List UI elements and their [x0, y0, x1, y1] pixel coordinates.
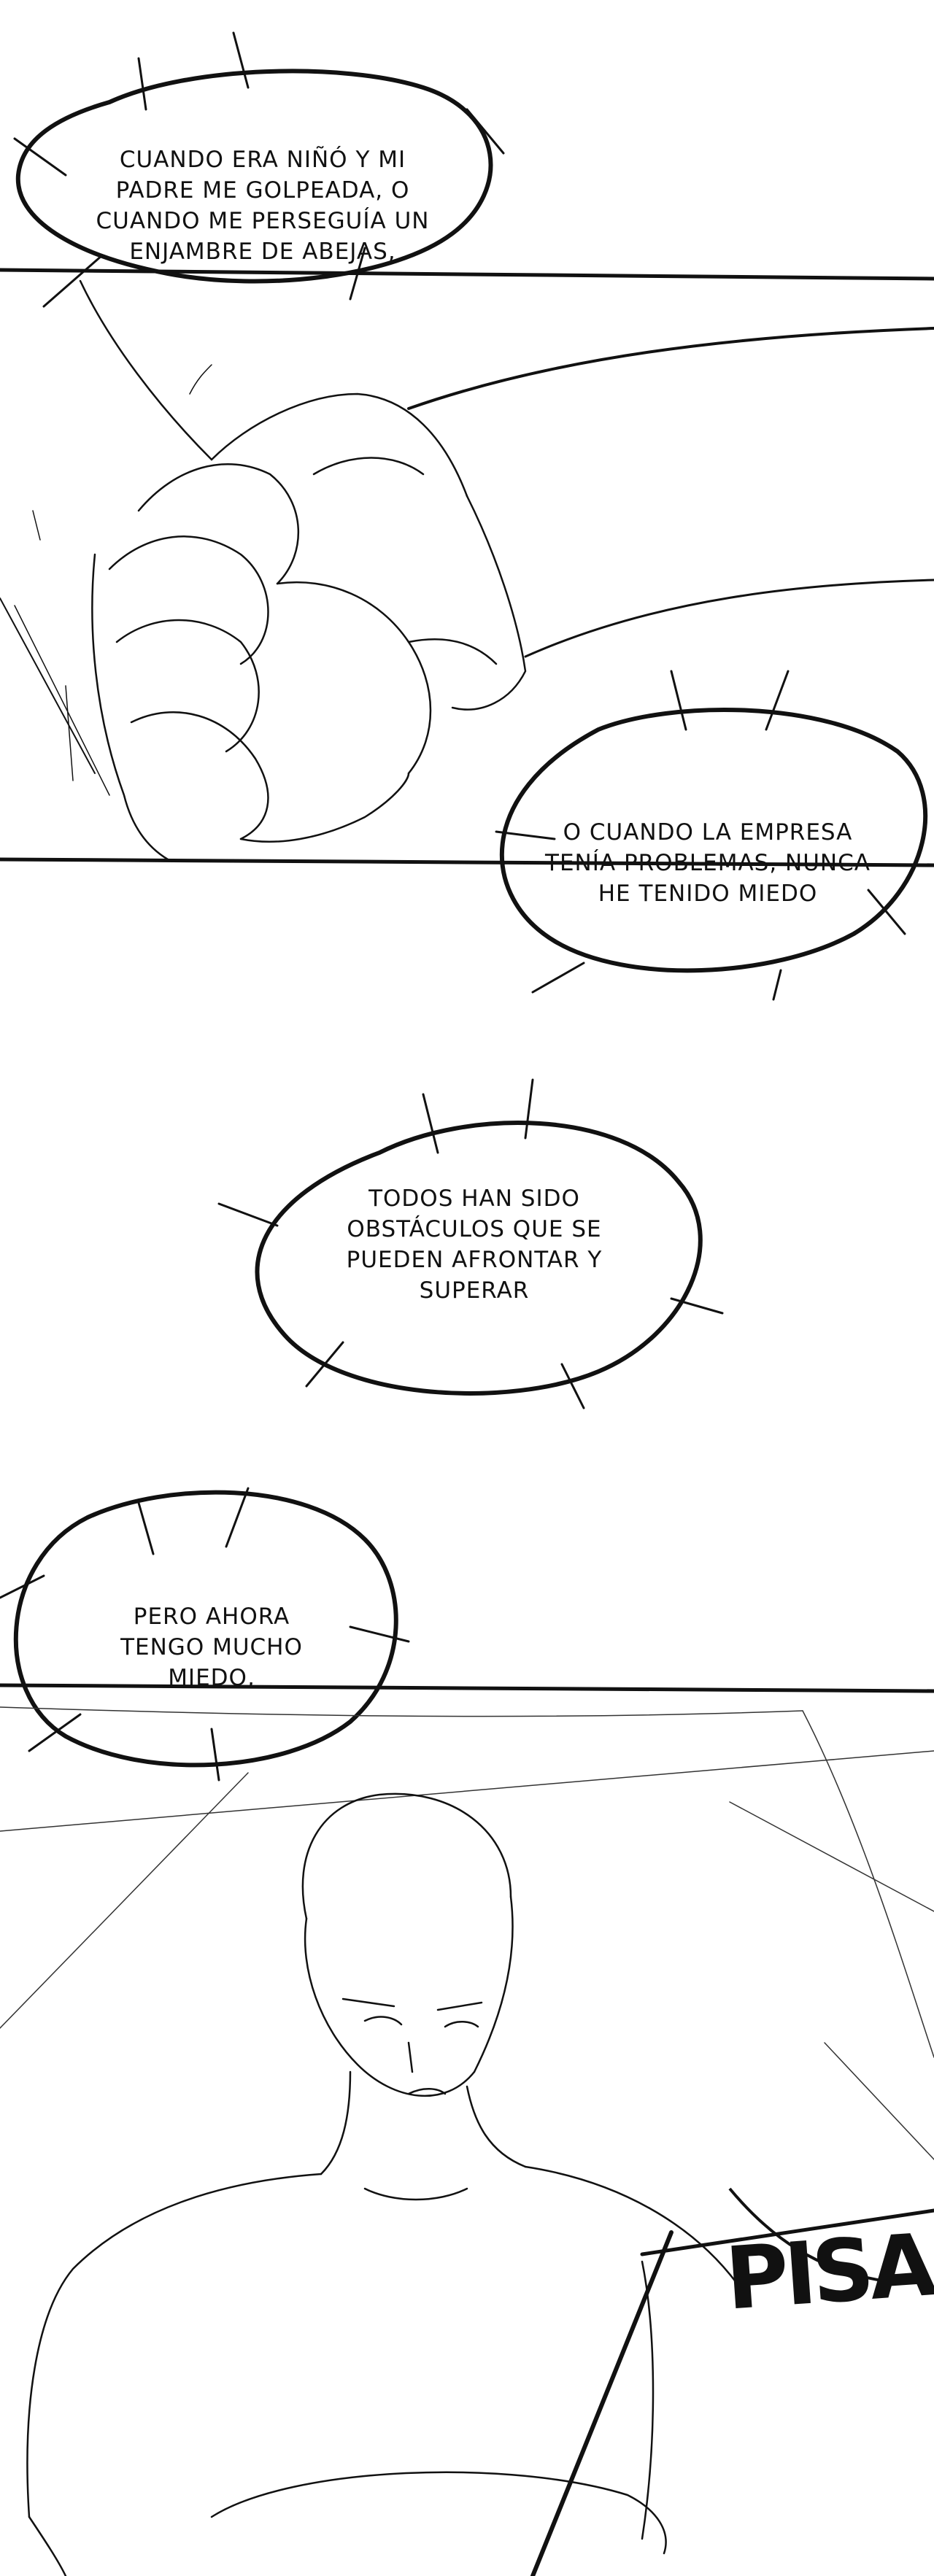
- fist-drawing: [32, 279, 527, 861]
- panel-fist: [0, 268, 934, 867]
- speech-bubble-4-text: PERO AHORA TENGO MUCHO MIEDO,: [88, 1601, 336, 1693]
- bubble-line: PUEDEN AFRONTAR Y: [346, 1247, 603, 1273]
- speech-bubble-1-text: CUANDO ERA NIÑÓ Y MI PADRE ME GOLPEADA, …: [88, 144, 438, 267]
- bubble-line: PERO AHORA: [133, 1604, 290, 1630]
- speed-line: [14, 605, 110, 796]
- speed-line: [524, 579, 934, 658]
- bubble-line: O CUANDO LA EMPRESA: [563, 819, 853, 846]
- bubble-line: OBSTÁCULOS QUE SE: [347, 1216, 602, 1242]
- bubble-line: CUANDO ERA NIÑÓ Y MI: [119, 147, 406, 173]
- speech-bubble-2: [495, 670, 928, 1001]
- panel-border-bottom: [0, 857, 934, 867]
- windshield-lines: [0, 1706, 934, 2160]
- speech-bubble-3: [217, 1078, 724, 1409]
- speed-line: [407, 327, 934, 410]
- sfx-text: PISAR: [722, 2210, 934, 2329]
- bubble-line: TENÍA PROBLEMAS, NUNCA: [545, 850, 871, 876]
- bubble-line: CUANDO ME PERSEGUÍA UN: [96, 208, 430, 234]
- speech-bubble-2-text: O CUANDO LA EMPRESA TENÍA PROBLEMAS, NUN…: [525, 817, 890, 909]
- speech-bubble-3-text: TODOS HAN SIDO OBSTÁCULOS QUE SE PUEDEN …: [314, 1183, 635, 1306]
- sfx-strokes: [728, 2187, 906, 2285]
- motion-line: [530, 2230, 674, 2576]
- bubble-line: ENJAMBRE DE ABEJAS,: [129, 239, 396, 265]
- bubble-line: TODOS HAN SIDO: [368, 1185, 580, 1212]
- driver-figure: [26, 1792, 738, 2576]
- speech-bubble-4: [0, 1487, 410, 1782]
- speech-bubble-1: [13, 31, 505, 308]
- speed-line: [0, 597, 96, 774]
- motion-line: [640, 2208, 934, 2256]
- panel-driver: [0, 1683, 934, 2576]
- bubble-line: SUPERAR: [419, 1277, 530, 1304]
- bubble-line: TENGO MUCHO: [120, 1634, 303, 1660]
- panel-border-top: [0, 1683, 934, 1693]
- bubble-line: HE TENIDO MIEDO: [598, 881, 818, 907]
- bubble-line: PADRE ME GOLPEADA, O: [115, 177, 410, 204]
- bubble-line: MIEDO,: [168, 1665, 255, 1691]
